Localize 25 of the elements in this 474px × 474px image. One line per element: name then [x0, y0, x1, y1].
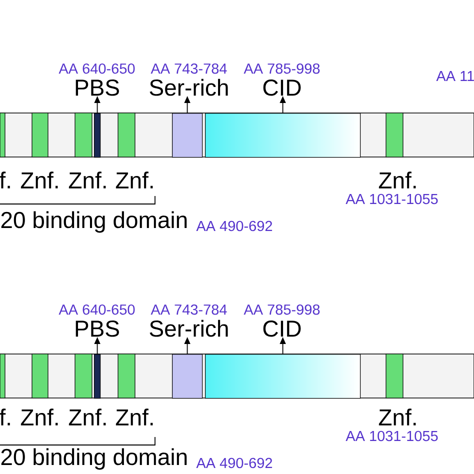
domain-label: AA 640-650 PBS — [58, 63, 135, 96]
domain-band — [94, 354, 101, 399]
domain-band — [205, 113, 361, 158]
domain-band — [172, 354, 203, 399]
range-label: AA 490-692 — [196, 220, 272, 232]
domain-label: AA 743-784 Ser-rich — [150, 304, 228, 337]
range-label: AA 490-692 — [196, 458, 272, 468]
domain-label: Znf. — [116, 408, 153, 426]
domain-label: AA 785-998 CID — [244, 63, 320, 96]
range-label: AA 1031-1055 — [346, 430, 438, 442]
domain-band — [172, 113, 203, 158]
domain-label: f. — [0, 408, 10, 426]
domain-label: Znf. — [68, 408, 106, 426]
domain-label: AA 785-998 CID — [244, 304, 320, 337]
domain-label: Znf. — [68, 172, 106, 188]
domain-label: 20 binding domain — [1, 448, 187, 470]
range-label: AA 1031-1055 — [346, 194, 438, 204]
domain-band — [94, 113, 101, 158]
domain-label: f. — [0, 172, 10, 188]
domain-band — [205, 354, 361, 399]
domain-label: Znf. — [116, 172, 153, 188]
domain-label: AA 640-650 PBS — [58, 304, 135, 337]
range-label: AA 11 — [436, 71, 474, 81]
domain-label: AA 743-784 Ser-rich — [150, 63, 228, 96]
domain-label: 20 binding domain — [1, 211, 187, 233]
